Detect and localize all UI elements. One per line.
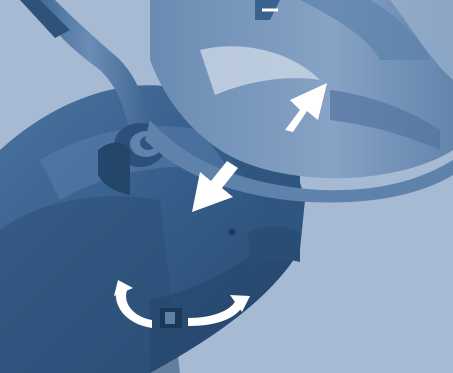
mechanical-illustration bbox=[0, 0, 453, 373]
illustration-frame bbox=[0, 0, 453, 373]
